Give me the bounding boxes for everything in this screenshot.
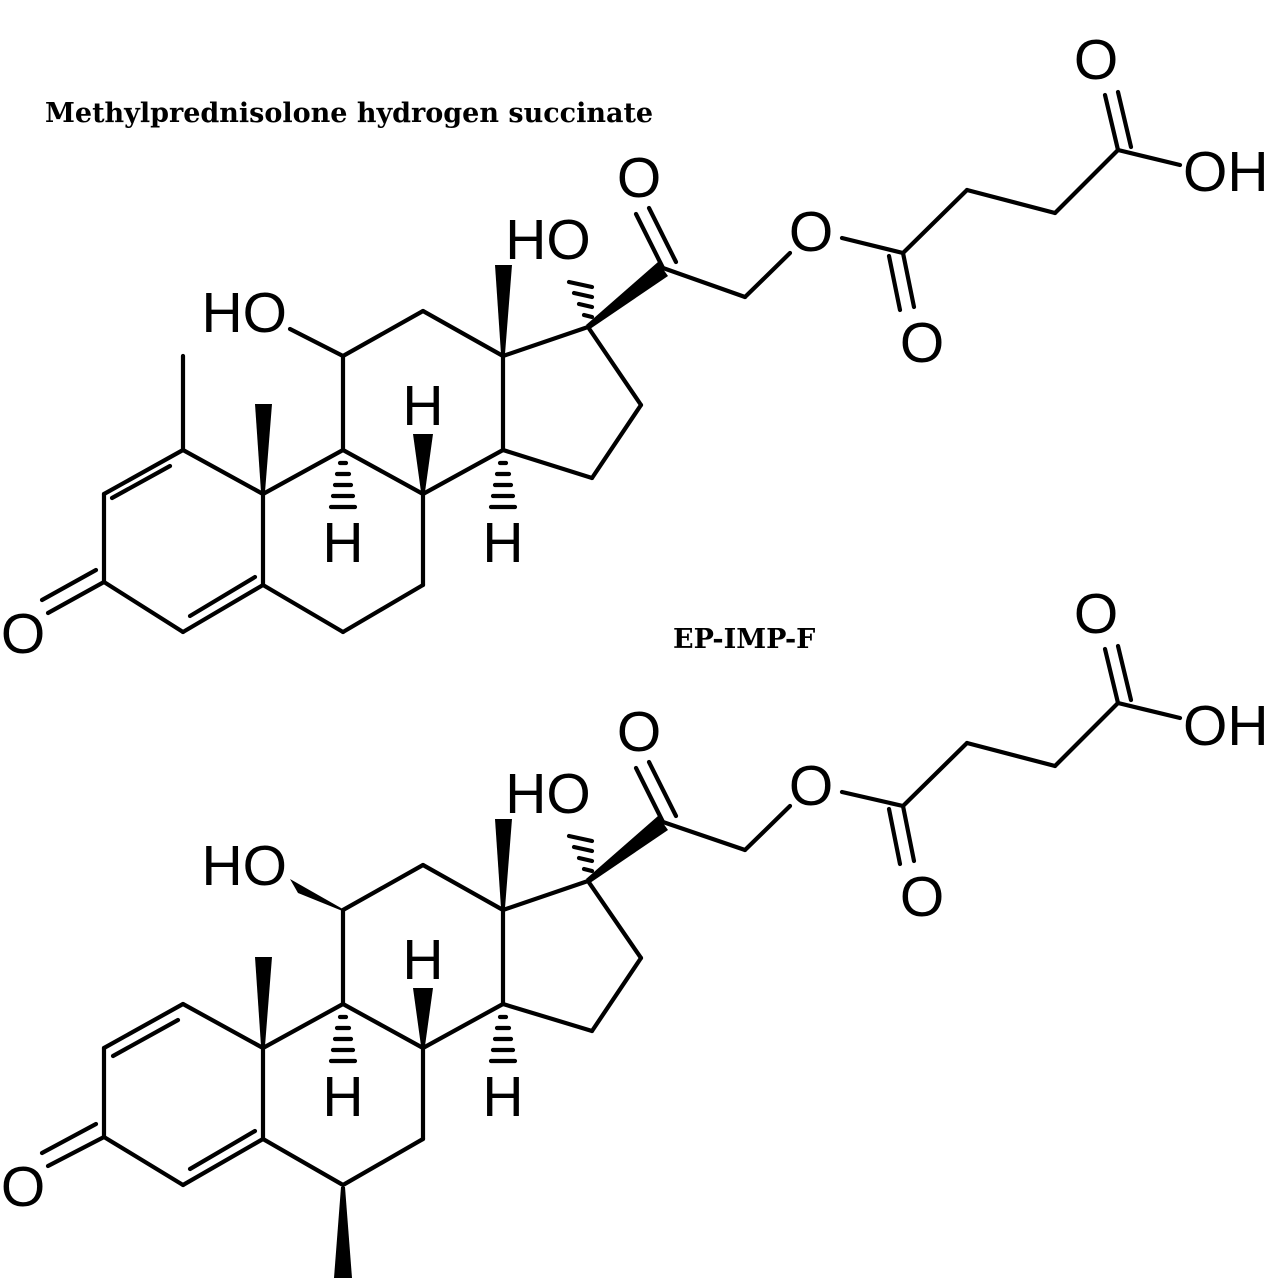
label-ester-carbonyl-o: O [900,311,944,375]
caption-methylprednisolone-hydrogen-succinate: Methylprednisolone hydrogen succinate [45,98,654,129]
label-c8-h: H [402,928,443,992]
structure-ep-imp-f: O HO HO H H H O O O O OH [1,582,1269,1278]
label-c8-h: H [402,374,443,438]
wedge-c10-methyl [255,404,272,492]
hash-c14-h [488,1014,518,1064]
label-c11-ho: HO [202,834,288,898]
label-acid-carbonyl-o: O [1074,582,1118,646]
label-acid-oh: OH [1183,140,1269,204]
label-ester-o: O [789,754,833,818]
label-c14-h: H [482,511,523,575]
wedge-c10-methyl [255,957,272,1046]
label-c14-h: H [482,1065,523,1129]
label-c3-ketone-o: O [1,1155,45,1219]
label-ester-carbonyl-o: O [900,865,944,929]
label-c9-h: H [322,511,363,575]
ring-c-bonds [287,308,506,497]
wedge-c11-oh [290,879,345,912]
ring-c-bonds [340,862,506,1051]
caption-ep-imp-f: EP-IMP-F [673,624,816,655]
label-c20-ketone-o: O [617,700,661,764]
wedge-c8-h [413,434,433,492]
label-c3-ketone-o: O [1,602,45,666]
label-c17-ho: HO [505,208,591,272]
label-c9-h: H [322,1065,363,1129]
ring-a-bonds [39,1001,266,1188]
succinate-side-chain-bonds [633,89,1183,313]
ring-b-bonds [260,1001,426,1188]
label-acid-carbonyl-o: O [1074,28,1118,92]
hash-c9-h [328,460,358,510]
wedge-c17-side-chain [586,816,668,883]
label-c11-ho: HO [202,281,288,345]
ring-b-bonds [260,447,426,635]
hash-c17-oh [566,279,595,320]
succinate-side-chain-bonds [633,643,1183,867]
hash-c17-oh [566,833,595,874]
wedge-c6-methyl [334,1187,352,1278]
label-c17-ho: HO [505,762,591,826]
label-acid-oh: OH [1183,694,1269,758]
ring-d-bonds [500,878,644,1034]
ring-a-bonds [39,353,266,635]
label-c20-ketone-o: O [617,146,661,210]
wedge-c13-methyl [495,265,512,354]
wedge-c13-methyl [495,819,512,908]
structure-methylprednisolone-hydrogen-succinate: O HO HO H H H O O O O OH [1,28,1269,666]
hash-c14-h [488,460,518,510]
wedge-c8-h [413,988,433,1046]
ring-d-bonds [500,324,644,481]
wedge-c17-side-chain [586,262,668,329]
label-ester-o: O [789,200,833,264]
hash-c9-h [328,1014,358,1064]
